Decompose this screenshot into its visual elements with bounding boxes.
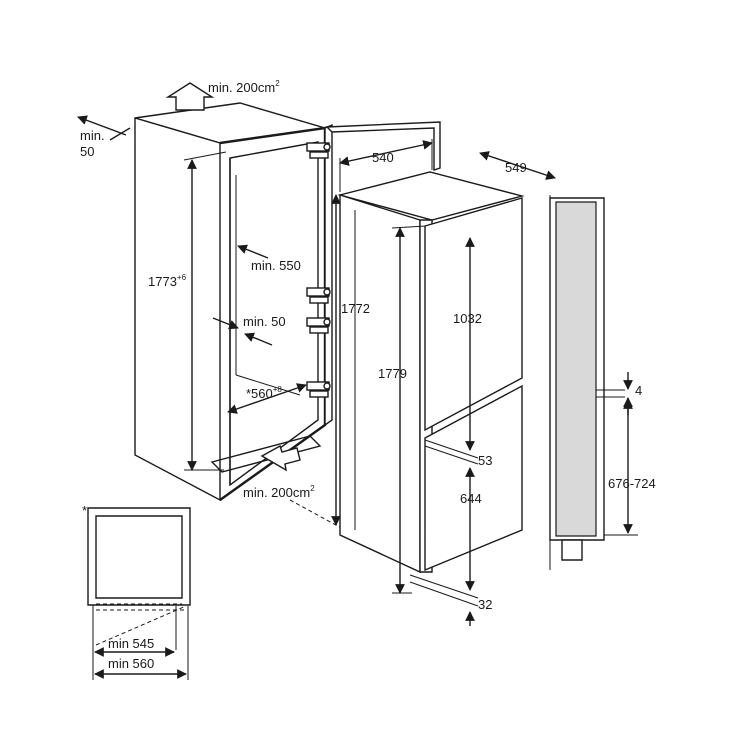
foot-32-label: 32	[478, 597, 492, 612]
gap-53-label: 53	[478, 453, 492, 468]
min-545-label: min 545	[108, 636, 154, 651]
hinge-lower	[306, 317, 331, 334]
lower-door-label: 644	[460, 491, 482, 506]
niche-width-label: *560+8	[246, 385, 282, 401]
upper-door-label: 1032	[453, 311, 482, 326]
appliance-height-1772-label: 1772	[341, 301, 370, 316]
min-50-label: min. 50	[243, 314, 286, 329]
hinge-top	[306, 142, 331, 159]
vent-top-label: min. 200cm2	[208, 79, 280, 95]
appliance	[337, 171, 525, 574]
niche-height-label: 1773+6	[148, 273, 187, 289]
asterisk-label: *	[82, 503, 87, 518]
hinge-middle	[306, 287, 331, 304]
gap-back-value: 50	[80, 144, 94, 159]
range-676-724-label: 676-724	[608, 476, 656, 491]
cabinet-niche	[134, 102, 333, 502]
depth-540-label: 540	[372, 150, 394, 165]
cabinet-door	[325, 121, 441, 171]
vent-bottom-label: min. 200cm2	[243, 484, 315, 500]
gap-4-label: 4	[635, 383, 642, 398]
hinge-bottom	[306, 381, 331, 398]
door-profile	[549, 195, 638, 570]
min-560-label: min 560	[108, 656, 154, 671]
plan-detail: *	[82, 503, 191, 680]
depth-549-label: 549	[505, 160, 527, 175]
vent-top-arrow-icon	[165, 82, 215, 111]
appliance-height-1779-label: 1779	[378, 366, 407, 381]
min-550-label: min. 550	[251, 258, 301, 273]
gap-back-label: min.	[80, 128, 105, 143]
vent-bottom-arrow-icon	[260, 444, 301, 472]
